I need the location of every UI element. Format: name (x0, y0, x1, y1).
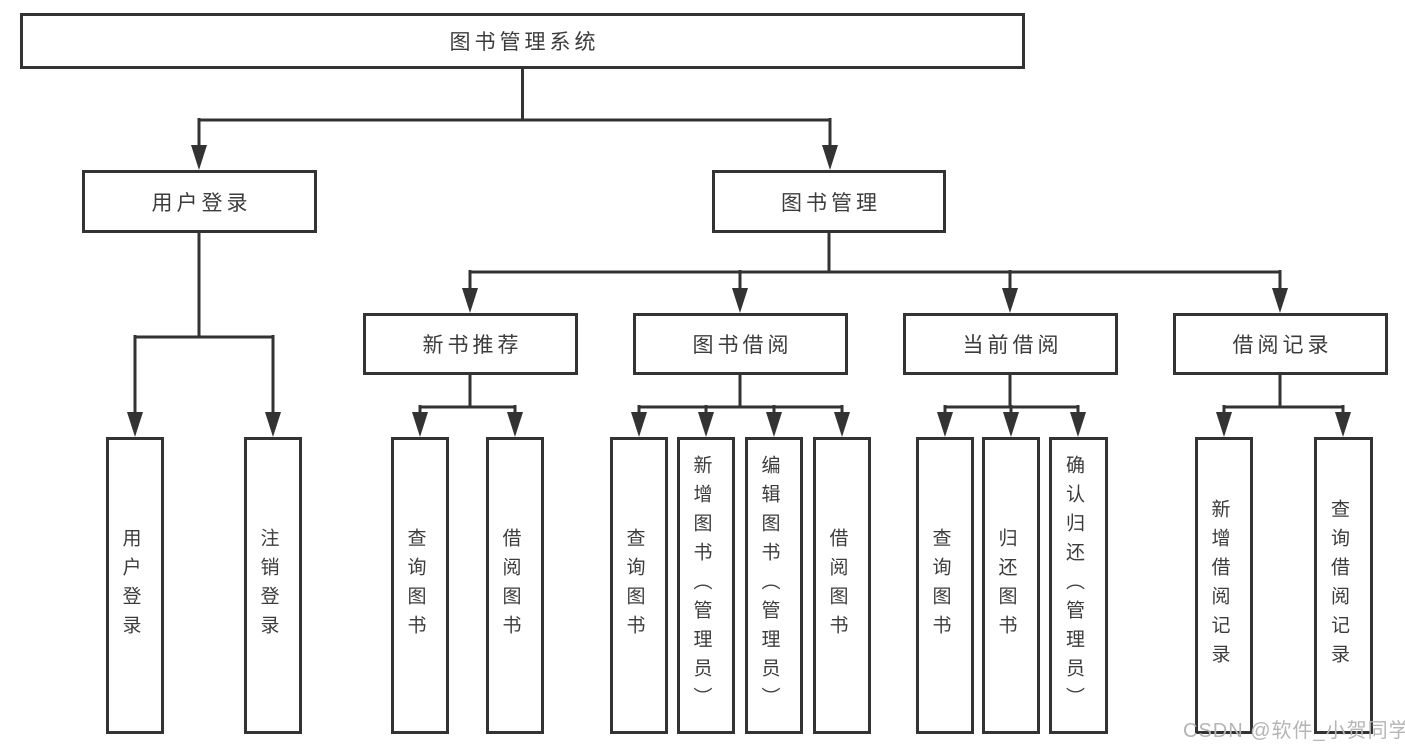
node-book-management-system: 图书管理系统 (20, 13, 1025, 69)
node-new-book-recommendation: 新书推荐 (363, 313, 578, 375)
node-book-borrowing: 图书借阅 (633, 313, 848, 375)
node-book-management: 图书管理 (712, 170, 946, 233)
leaf-query-books-recommend: 查询图书 (391, 437, 449, 734)
leaf-edit-books-admin: 编辑图书（管理员） (745, 437, 803, 734)
leaf-borrow-books-recommend: 借阅图书 (486, 437, 544, 734)
leaf-add-books-admin: 新增图书（管理员） (677, 437, 735, 734)
leaf-logout: 注销登录 (244, 437, 302, 734)
leaf-return-books: 归还图书 (982, 437, 1040, 734)
leaf-query-borrow-record: 查询借阅记录 (1314, 437, 1373, 734)
leaf-user-login: 用户登录 (106, 437, 164, 734)
leaf-query-books-borrow: 查询图书 (610, 437, 668, 734)
csdn-watermark: CSDN @软件_小贺同学 (1183, 720, 1405, 742)
leaf-borrow-books: 借阅图书 (813, 437, 871, 734)
node-current-borrowing: 当前借阅 (903, 313, 1118, 375)
leaf-add-borrow-record: 新增借阅记录 (1195, 437, 1253, 734)
leaf-query-books-current: 查询图书 (916, 437, 974, 734)
node-user-login: 用户登录 (82, 170, 317, 233)
node-borrowing-records: 借阅记录 (1173, 313, 1388, 375)
leaf-confirm-return-admin: 确认归还（管理员） (1049, 437, 1108, 734)
